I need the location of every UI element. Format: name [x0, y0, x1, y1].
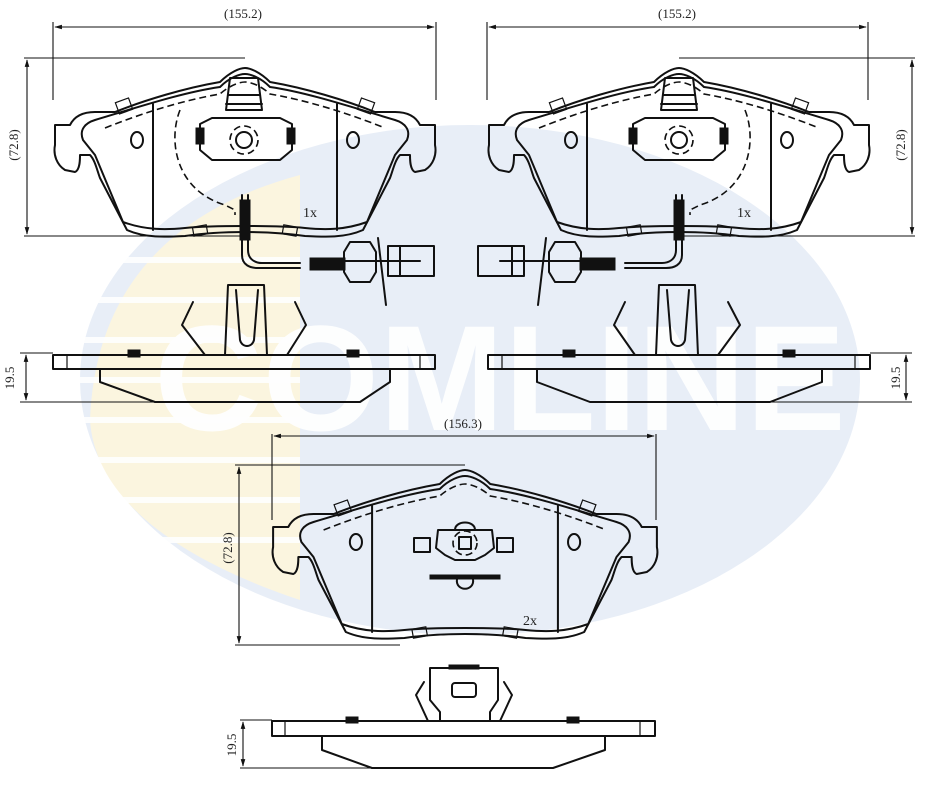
height-dimension-top-left: (72.8) [6, 129, 21, 160]
quantity-label-top-left: 1x [303, 206, 317, 221]
quantity-label-bottom: 2x [523, 614, 537, 629]
width-dimension-top-right: (155.2) [658, 6, 696, 21]
height-dimension-bottom: (72.8) [220, 532, 235, 563]
pad-top-right: 1x (155.2) (72.8) [477, 6, 915, 306]
width-dimension-top-left: (155.2) [224, 6, 262, 21]
width-dimension-bottom: (156.3) [444, 416, 482, 431]
pad-top-left: 1x (155.2) (72.8) [6, 6, 437, 306]
side-view-left: 19.5 [2, 284, 436, 403]
side-view-bottom: 19.5 [224, 664, 656, 769]
quantity-label-top-right: 1x [737, 206, 751, 221]
thickness-dimension-left: 19.5 [2, 367, 17, 390]
watermark-text: COMLINE [154, 294, 846, 462]
thickness-dimension-right: 19.5 [888, 367, 903, 390]
comline-watermark: COMLINE [80, 125, 860, 635]
height-dimension-top-right: (72.8) [893, 129, 908, 160]
pad-bottom: 2x (156.3) (72.8) [220, 416, 659, 646]
side-view-right: 19.5 [487, 284, 912, 403]
thickness-dimension-bottom: 19.5 [224, 734, 239, 757]
